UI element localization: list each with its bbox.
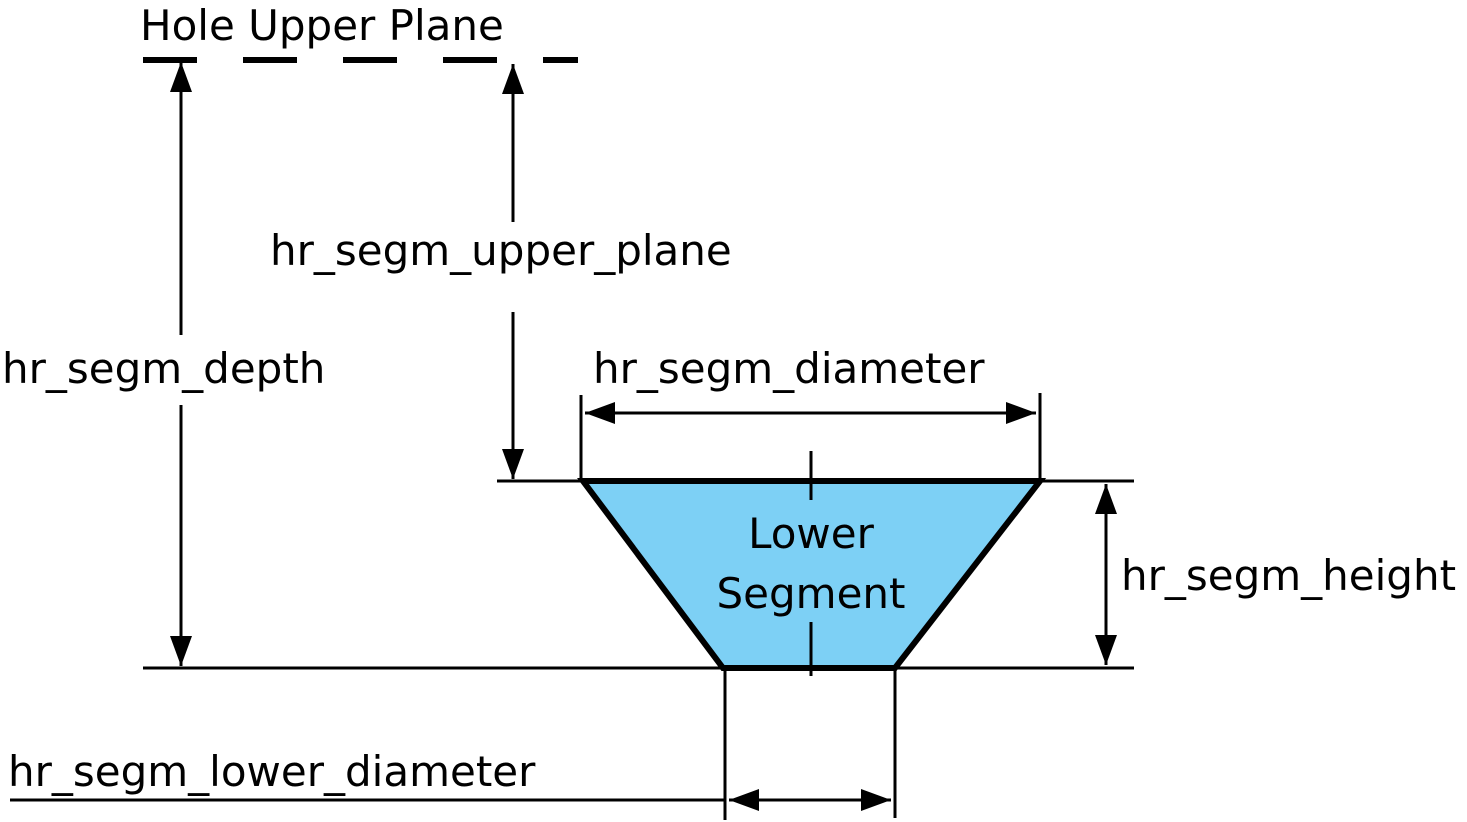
segment-label-line2: Segment: [717, 569, 906, 618]
lower-segment-shape: [577, 478, 1047, 671]
diameter-label: hr_segm_diameter: [593, 344, 985, 393]
height-label: hr_segm_height: [1121, 551, 1456, 600]
segment-label-line1: Lower: [748, 509, 875, 558]
depth-label: hr_segm_depth: [2, 344, 325, 393]
hole-upper-plane-label: Hole Upper Plane: [140, 1, 504, 50]
lower-diameter-label: hr_segm_lower_diameter: [8, 747, 536, 796]
upper-plane-label: hr_segm_upper_plane: [270, 226, 732, 275]
